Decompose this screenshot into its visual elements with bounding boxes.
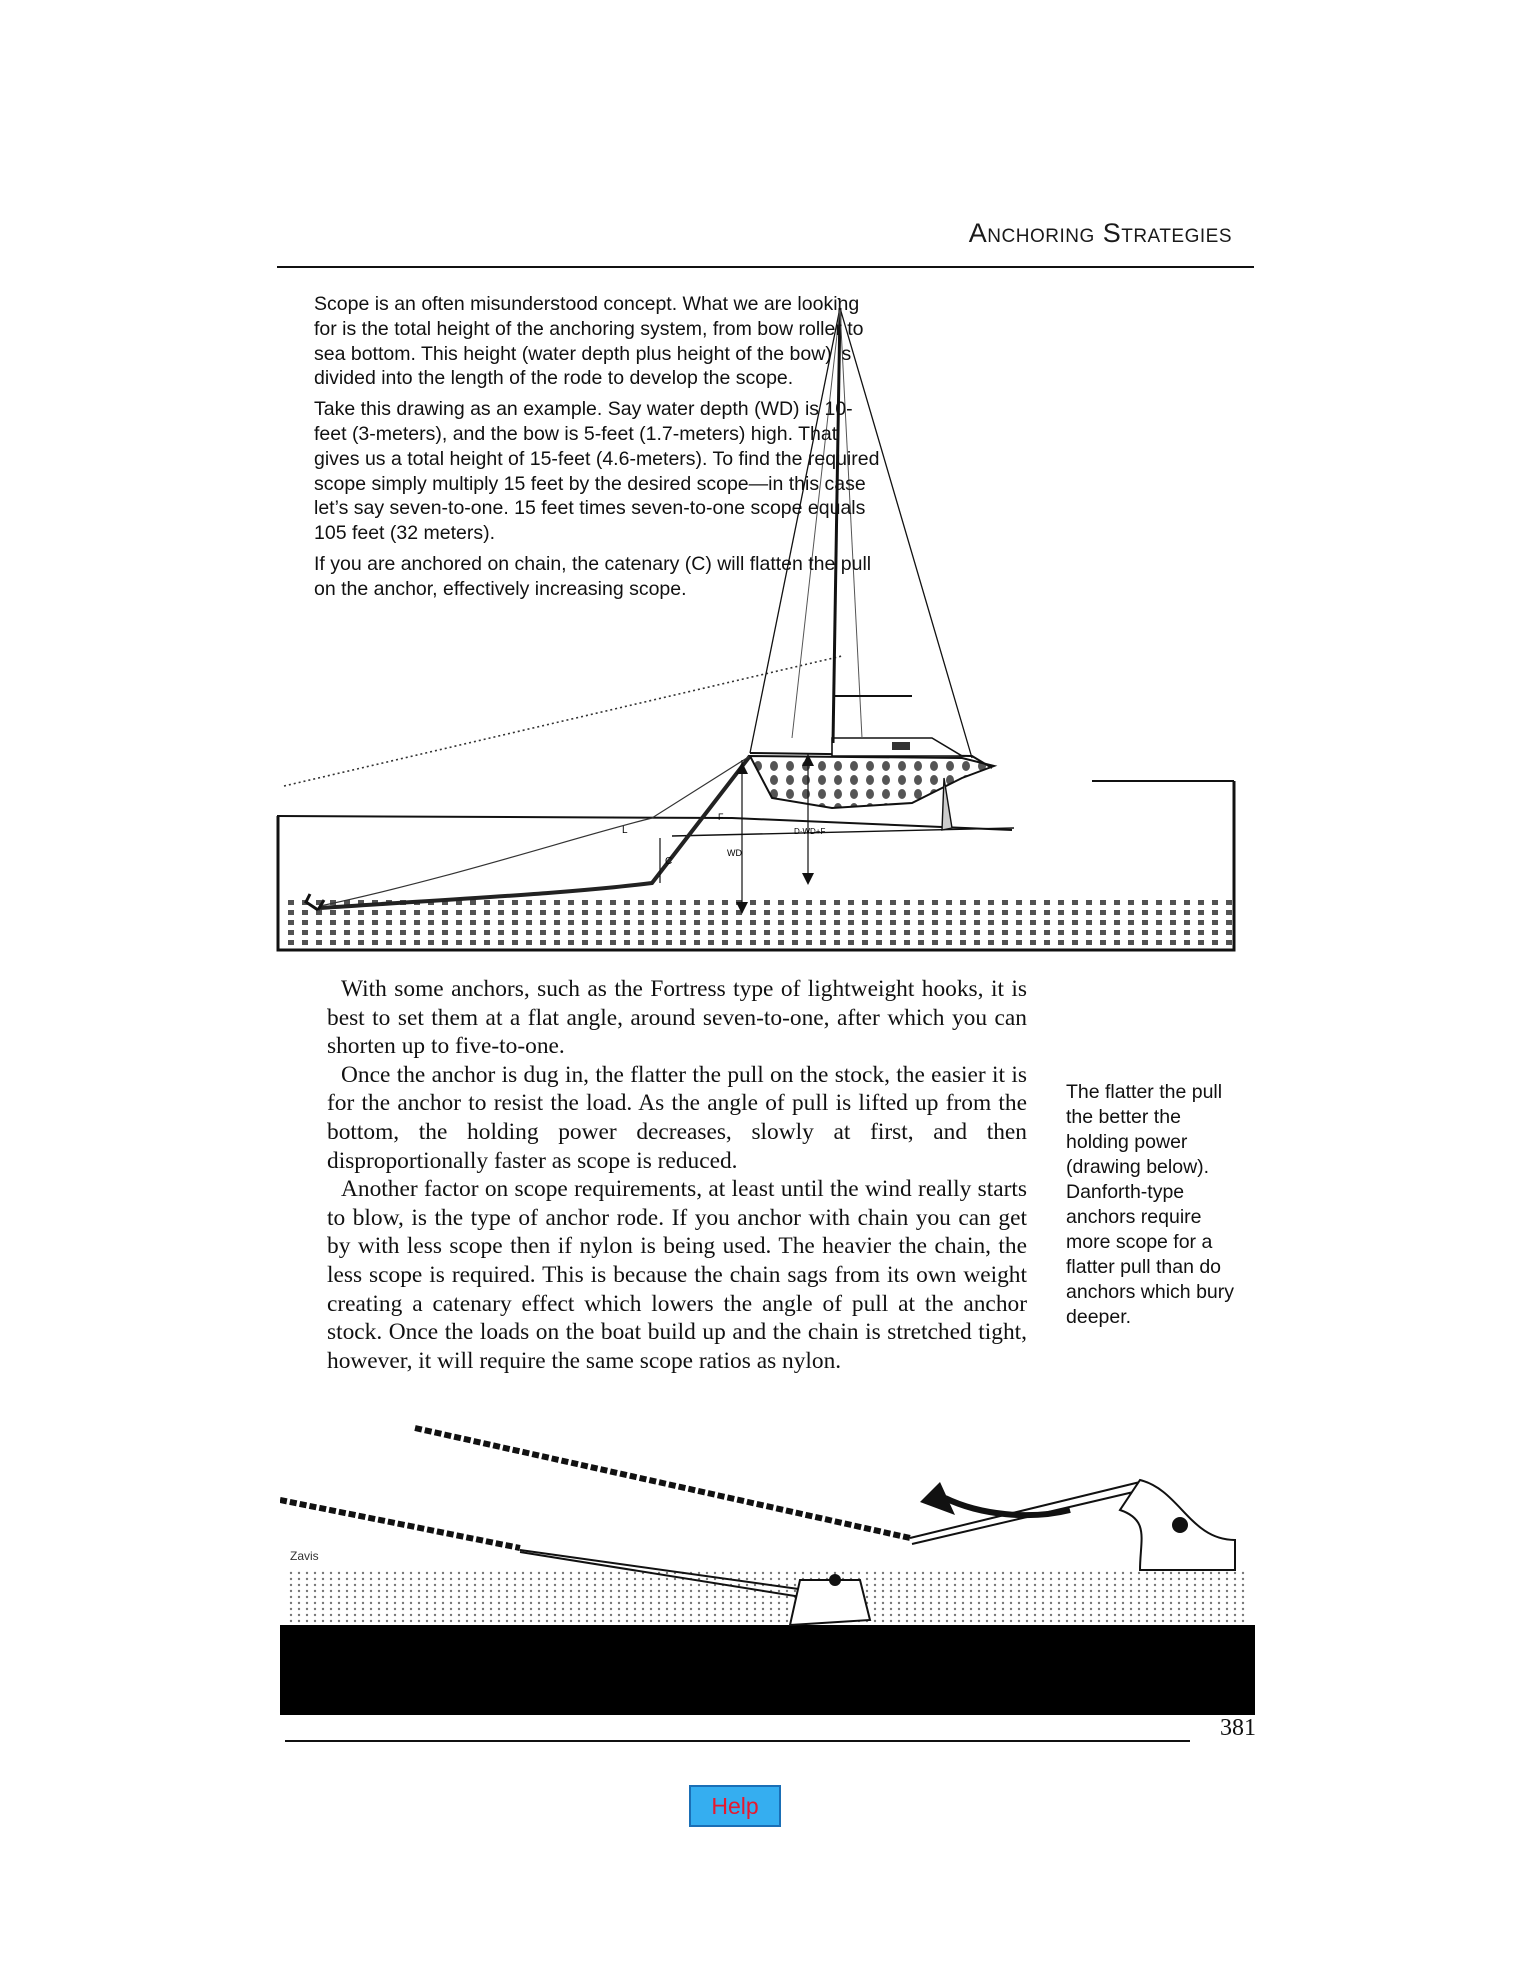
artist-signature: Zavis [290,1549,319,1563]
label-c: C [665,856,672,867]
scope-diagram: L C F WD D·WD+F [276,298,1236,952]
body-text: With some anchors, such as the Fortress … [327,975,1027,1375]
top-figure-caption: Scope is an often misunderstood concept.… [314,292,884,608]
sidenote: The flatter the pull the better the hold… [1066,1081,1234,1328]
page-number: 381 [1220,1715,1256,1741]
help-button[interactable]: Help [689,1785,781,1827]
body-paragraph: Another factor on scope requirements, at… [327,1176,1027,1374]
caption-paragraph: Take this drawing as an example. Say wat… [314,398,880,545]
header-rule [277,266,1254,268]
running-head: Anchoring Strategies [968,218,1232,248]
label-f: F [718,812,724,822]
anchor-pull-diagram: Zavis [280,1425,1255,1715]
footer-rule [285,1740,1190,1742]
label-dwdf: D·WD+F [794,827,825,836]
body-paragraph: Once the anchor is dug in, the flatter t… [327,1061,1027,1174]
label-wd: WD [727,848,742,858]
label-l: L [622,825,628,836]
caption-paragraph: If you are anchored on chain, the catena… [314,552,872,600]
body-paragraph: With some anchors, such as the Fortress … [327,976,1027,1060]
caption-paragraph: Scope is an often misunderstood concept.… [314,293,864,390]
